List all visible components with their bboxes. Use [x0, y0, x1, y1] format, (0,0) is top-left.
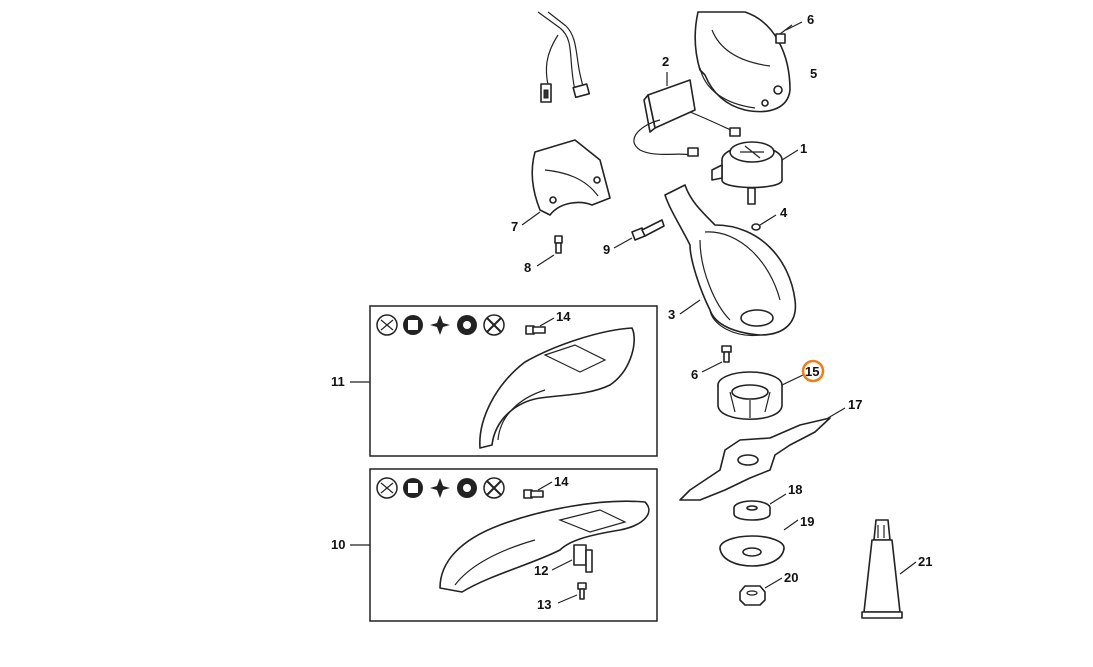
part-guard-cup[interactable] [719, 519, 799, 567]
callout-18[interactable]: 18 [788, 482, 802, 497]
callout-4[interactable]: 4 [780, 205, 788, 220]
guard-kit-box-11 [350, 305, 658, 457]
grass-trimmer-icon [376, 477, 398, 499]
part-screw-14a[interactable] [525, 317, 555, 335]
callout-13[interactable]: 13 [537, 597, 551, 612]
star-blade-icon [430, 315, 450, 335]
callout-19[interactable]: 19 [800, 514, 814, 529]
callout-9[interactable]: 9 [603, 242, 610, 257]
part-screw-14b[interactable] [523, 481, 553, 499]
callout-21[interactable]: 21 [918, 554, 932, 569]
part-drive-disc[interactable] [717, 371, 804, 420]
callout-15[interactable]: 15 [805, 364, 819, 379]
callout-14-upper[interactable]: 14 [556, 309, 571, 324]
callout-6-lower[interactable]: 6 [691, 367, 698, 382]
brush-knife-icon [403, 478, 423, 498]
callout-6-top[interactable]: 6 [807, 12, 814, 27]
saw-blade-icon [457, 478, 477, 498]
part-deflector-guard-11[interactable] [479, 327, 635, 449]
part-motor-housing[interactable] [664, 184, 797, 337]
callout-8[interactable]: 8 [524, 260, 531, 275]
part-screw-9[interactable] [613, 219, 665, 249]
cable-harness [537, 11, 591, 103]
guard-kit-box-10 [350, 468, 658, 622]
callout-12[interactable]: 12 [534, 563, 548, 578]
part-screw-lower[interactable] [701, 345, 732, 373]
part-housing-cover[interactable] [694, 11, 791, 113]
part-thrust-washer[interactable] [733, 493, 787, 521]
grass-trimmer-icon [376, 314, 398, 336]
part-grease-tube[interactable] [861, 519, 917, 619]
part-washer[interactable] [751, 214, 777, 231]
callout-14-lower[interactable]: 14 [554, 474, 569, 489]
callout-labels: 1 2 3 4 5 6 6 7 8 9 10 11 12 13 14 14 15… [331, 12, 932, 612]
brush-knife-icon [403, 315, 423, 335]
part-nut[interactable] [739, 577, 783, 606]
callout-1[interactable]: 1 [800, 141, 807, 156]
callout-10[interactable]: 10 [331, 537, 345, 552]
mower-line-icon [483, 314, 505, 336]
part-guard-bracket[interactable] [521, 139, 611, 226]
part-screw-13[interactable] [557, 582, 587, 604]
part-blade[interactable] [679, 407, 846, 501]
part-bracket-12[interactable] [551, 544, 593, 573]
callout-11[interactable]: 11 [331, 374, 345, 389]
saw-blade-icon [457, 315, 477, 335]
star-blade-icon [430, 478, 450, 498]
part-screw-top[interactable] [775, 21, 803, 44]
part-screw-8[interactable] [536, 235, 563, 267]
callout-3[interactable]: 3 [668, 307, 675, 322]
part-motor[interactable] [711, 141, 799, 205]
part-deflector-guard-10[interactable] [439, 500, 650, 593]
callout-7[interactable]: 7 [511, 219, 518, 234]
selected-callout-ring[interactable] [801, 359, 825, 383]
mower-line-icon [483, 477, 505, 499]
part-electronic-module[interactable] [633, 72, 741, 157]
callout-17[interactable]: 17 [848, 397, 862, 412]
callout-2[interactable]: 2 [662, 54, 669, 69]
callout-5[interactable]: 5 [810, 66, 817, 81]
callout-20[interactable]: 20 [784, 570, 798, 585]
